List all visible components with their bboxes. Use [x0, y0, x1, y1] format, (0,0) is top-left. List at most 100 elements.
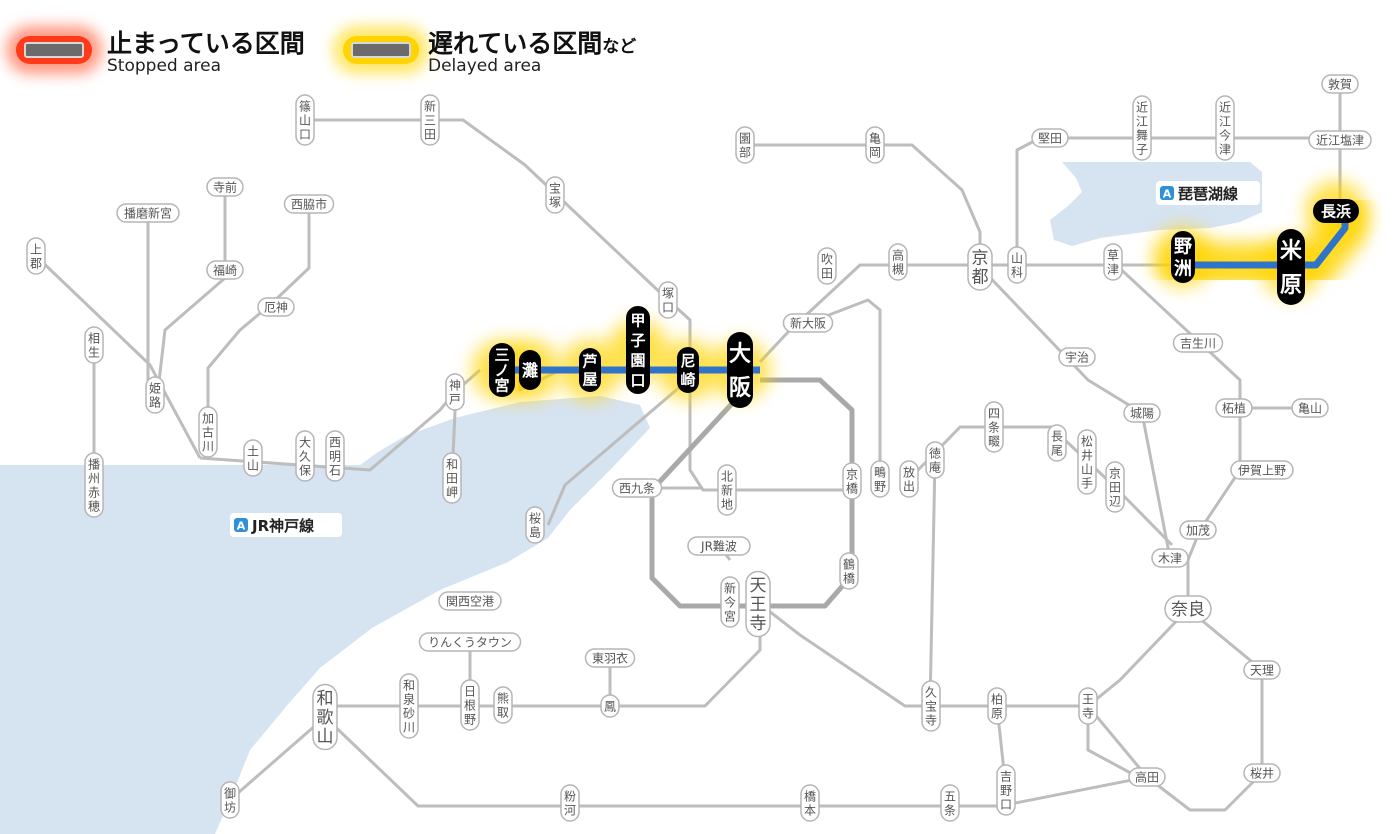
station-nishiakashi[interactable]: 西明石: [325, 430, 345, 482]
station-kokawa[interactable]: 粉河: [560, 784, 580, 822]
station-name-char: 口: [1000, 797, 1012, 811]
station-kakogawa[interactable]: 加古川: [198, 406, 218, 458]
station-hanaten[interactable]: 放出: [899, 460, 919, 498]
station-name-char: 畷: [988, 434, 1000, 448]
station-nishikujo[interactable]: 西九条: [611, 478, 663, 498]
station-tsuruhashi[interactable]: 鶴橋: [839, 552, 859, 590]
station-kizu[interactable]: 木津: [1151, 548, 1189, 568]
station-gobo[interactable]: 御坊: [220, 781, 240, 819]
station-okubo[interactable]: 大久保: [295, 430, 315, 482]
station-name-char: 三: [424, 113, 436, 127]
station-suita[interactable]: 吹田: [817, 247, 837, 285]
station-hashimoto[interactable]: 橋本: [800, 784, 820, 822]
station-tsuge[interactable]: 柘植: [1215, 398, 1253, 418]
station-nishiwakishi[interactable]: 西脇市: [283, 194, 335, 214]
station-joyo[interactable]: 城陽: [1123, 403, 1161, 423]
station-kashiwara[interactable]: 柏原: [987, 687, 1007, 725]
station-kameyama[interactable]: 亀山: [1291, 398, 1329, 418]
station-igaueno[interactable]: 伊賀上野: [1230, 460, 1294, 480]
station-rinku[interactable]: りんくうタウン: [418, 632, 522, 652]
station-jrnamba[interactable]: JR難波: [687, 536, 751, 556]
station-shigino[interactable]: 鴫野: [870, 460, 890, 498]
station-name-char: 郡: [30, 256, 42, 270]
station-kizugawadai[interactable]: 吉生川: [1172, 333, 1224, 353]
station-hineno[interactable]: 日根野: [460, 679, 480, 731]
station-box: [493, 686, 513, 724]
station-higashihagoromo[interactable]: 東羽衣: [584, 648, 636, 668]
station-himeji[interactable]: 姫路: [145, 376, 165, 414]
station-fukusaki[interactable]: 福崎: [206, 260, 244, 280]
station-takarazuka[interactable]: 宝塚: [545, 176, 565, 214]
station-kyoto[interactable]: 京都: [967, 243, 993, 291]
station-tennoji[interactable]: 天王寺: [745, 570, 771, 638]
station-sakurai[interactable]: 桜井: [1243, 763, 1281, 783]
station-kyuhoji[interactable]: 久宝寺: [921, 680, 941, 732]
station-katata[interactable]: 堅田: [1031, 128, 1069, 148]
station-name-char: 寺: [925, 713, 937, 727]
station-yashiro[interactable]: 厄神: [257, 297, 295, 317]
station-sannomiya[interactable]: 三ノ宮: [489, 343, 515, 397]
station-nagao[interactable]: 長尾: [1047, 424, 1067, 462]
station-kusatsu[interactable]: 草津: [1103, 243, 1123, 281]
station-kansaiairport[interactable]: 関西空港: [438, 591, 502, 611]
station-shinimamiya[interactable]: 新今宮: [720, 576, 740, 628]
station-wakayama[interactable]: 和歌山: [312, 683, 338, 751]
station-osaka[interactable]: 大阪: [727, 332, 753, 408]
station-nagahama[interactable]: 長浜: [1313, 199, 1359, 223]
station-takatsuki[interactable]: 高槻: [888, 243, 908, 281]
track-22: [759, 560, 1264, 812]
station-sasayamaguchi[interactable]: 篠山口: [295, 94, 315, 146]
station-amagasaki[interactable]: 尼崎: [677, 347, 699, 393]
station-aioi[interactable]: 相生: [84, 326, 104, 364]
station-yoshinoguchi[interactable]: 吉野口: [996, 764, 1016, 816]
station-box: [1230, 460, 1294, 480]
station-kyotanabe[interactable]: 京田辺: [1105, 461, 1125, 513]
station-tsuchiyama[interactable]: 土山: [243, 439, 263, 477]
line-name: 琵琶湖線: [1178, 185, 1238, 203]
station-tsuruga[interactable]: 敦賀: [1321, 74, 1359, 94]
station-kameoka[interactable]: 亀岡: [865, 126, 885, 164]
station-nada[interactable]: 灘: [519, 350, 541, 390]
station-yasu[interactable]: 野洲: [1171, 231, 1195, 283]
station-gojo[interactable]: 五条: [940, 784, 960, 822]
station-ashiya[interactable]: 芦屋: [579, 348, 601, 392]
track-19: [546, 378, 689, 526]
track-13: [788, 263, 1183, 332]
station-otori[interactable]: 鳳: [600, 694, 620, 718]
station-kamigori[interactable]: 上郡: [26, 237, 46, 275]
station-kyobashi[interactable]: 京橋: [842, 462, 862, 500]
station-teramae[interactable]: 寺前: [206, 177, 244, 197]
station-kitashinchi[interactable]: 北新地: [717, 464, 737, 516]
station-yamashina[interactable]: 山科: [1007, 246, 1027, 284]
station-name-char: 今: [1219, 127, 1231, 142]
station-omishiotsu[interactable]: 近江塩津: [1308, 130, 1372, 150]
station-kamo[interactable]: 加茂: [1179, 520, 1217, 540]
station-kobe[interactable]: 神戸: [445, 373, 465, 411]
station-shinsanda[interactable]: 新三田: [420, 94, 440, 146]
station-takada[interactable]: 高田: [1128, 767, 1166, 787]
station-wadamisaki[interactable]: 和田岬: [442, 452, 462, 504]
station-maibara[interactable]: 米原: [1277, 229, 1305, 305]
station-name-char: 姫: [149, 381, 161, 395]
station-name-char: 井: [1081, 448, 1093, 462]
station-name-char: 吹: [821, 252, 833, 266]
station-sonobe[interactable]: 園部: [735, 126, 755, 164]
station-tokuan[interactable]: 徳庵: [925, 441, 945, 479]
station-oji[interactable]: 王寺: [1078, 687, 1098, 725]
station-tsukaguchi[interactable]: 塚口: [658, 281, 678, 319]
station-shinosaka[interactable]: 新大阪: [782, 313, 834, 333]
station-kumatori[interactable]: 熊取: [493, 686, 513, 724]
station-sakurajima[interactable]: 桜島: [525, 506, 545, 544]
station-shijonawate[interactable]: 四条畷: [984, 401, 1004, 453]
station-tenri[interactable]: 天理: [1243, 660, 1281, 680]
station-name-char: 今: [724, 594, 736, 609]
station-uji[interactable]: 宇治: [1058, 347, 1096, 367]
station-nara[interactable]: 奈良: [1164, 595, 1212, 623]
station-harimashingu[interactable]: 播磨新宮: [116, 203, 180, 223]
